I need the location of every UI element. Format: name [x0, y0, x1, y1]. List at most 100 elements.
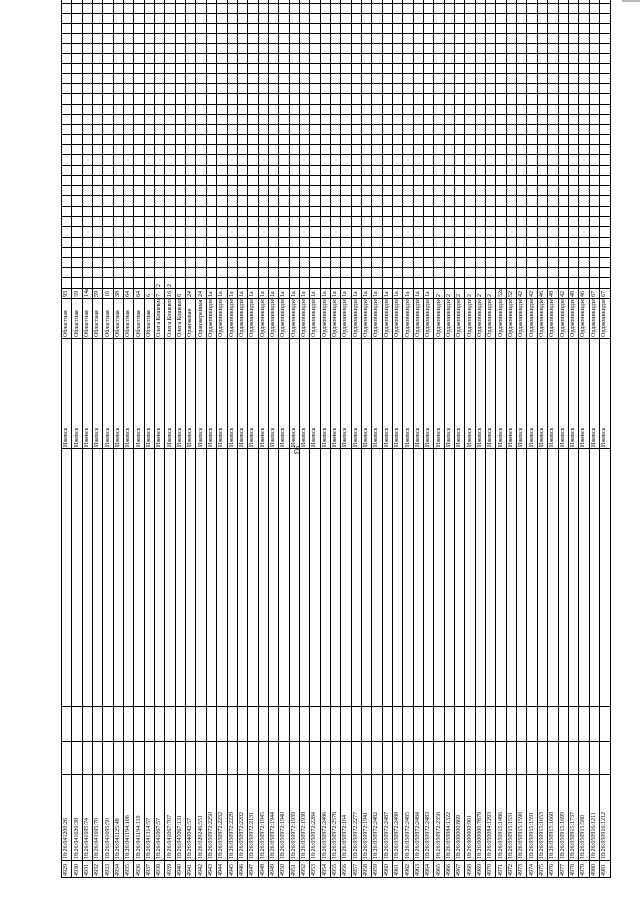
- cell-empty: [92, 93, 103, 105]
- cell-empty: [102, 134, 114, 145]
- cell-empty: [547, 257, 558, 268]
- cell-empty: [278, 237, 290, 248]
- cell-empty: [289, 216, 300, 227]
- cell-empty: [102, 247, 114, 258]
- cell-empty: [454, 43, 465, 54]
- cell-empty: [268, 53, 279, 64]
- cell-city: Ижевск: [216, 338, 227, 449]
- cell-empty: [216, 741, 227, 775]
- cell-empty: [371, 23, 383, 34]
- cell-ext: [289, 277, 300, 289]
- cell-empty: [247, 114, 259, 125]
- cell-empty: [351, 83, 362, 94]
- cell-city: Ижевск: [102, 338, 114, 449]
- cell-empty: [516, 247, 527, 258]
- cell-empty: [247, 0, 259, 4]
- cell-empty: [133, 237, 145, 248]
- cell-code: 18:26:050972:2487: [382, 774, 393, 861]
- cell-empty: [237, 13, 248, 24]
- cell-empty: [309, 134, 321, 145]
- cell-empty: [175, 237, 186, 248]
- cell-empty: [537, 93, 548, 105]
- cell-code: 18:26:050972:2277: [351, 774, 362, 861]
- cell-empty: [558, 93, 569, 105]
- cell-city: Ижевск: [82, 338, 93, 449]
- cell-empty: [599, 448, 611, 707]
- cell-empty: [268, 134, 279, 145]
- cell-empty: [547, 73, 558, 84]
- cell-street: Олега Кошевого: [154, 298, 165, 339]
- cell-empty: [299, 165, 310, 176]
- cell-empty: [516, 226, 527, 238]
- cell-empty: [568, 0, 579, 4]
- cell-empty: [309, 185, 321, 196]
- cell-empty: [537, 124, 548, 135]
- cell-empty: [371, 3, 383, 14]
- cell-empty: [599, 741, 611, 775]
- cell-empty: [547, 134, 558, 145]
- cell-empty: [164, 124, 176, 135]
- cell-house: 6: [144, 288, 155, 299]
- cell-empty: [392, 63, 403, 74]
- cell-empty: [299, 226, 310, 238]
- cell-empty: [154, 185, 165, 196]
- cell-street: Орджоникидзе: [237, 298, 248, 339]
- cell-empty: [92, 448, 103, 707]
- cell-empty: [413, 237, 424, 248]
- cell-empty: [464, 175, 476, 186]
- cell-empty: [371, 0, 383, 4]
- cell-empty: [392, 104, 403, 115]
- cell-house: 1а: [216, 288, 227, 299]
- cell-empty: [537, 195, 548, 207]
- cell-empty: [185, 154, 196, 166]
- cell-empty: [92, 144, 103, 155]
- cell-empty: [371, 43, 383, 54]
- cell-empty: [516, 13, 527, 24]
- cell-empty: [289, 93, 300, 105]
- cell-empty: [299, 104, 310, 115]
- cell-empty: [206, 3, 217, 14]
- cell-empty: [123, 706, 134, 742]
- cell-code: 18:26:050915:580: [578, 774, 590, 861]
- cell-empty: [164, 114, 176, 125]
- cell-house: 1а: [309, 288, 321, 299]
- cell-empty: [402, 165, 414, 176]
- cell-empty: [175, 154, 186, 166]
- cell-empty: [195, 237, 207, 248]
- cell-empty: [361, 216, 372, 227]
- cell-empty: [320, 206, 331, 217]
- cell-empty: [164, 3, 176, 14]
- cell-empty: [175, 13, 186, 24]
- cell-n: 4929: [61, 860, 72, 878]
- cell-street: Орджоникидзе: [351, 298, 362, 339]
- cell-empty: [599, 257, 611, 268]
- cell-empty: [351, 134, 362, 145]
- cell-empty: [402, 134, 414, 145]
- cell-empty: [278, 33, 290, 44]
- cell-empty: [382, 3, 393, 14]
- cell-empty: [185, 0, 196, 4]
- cell-empty: [144, 216, 155, 227]
- cell-empty: [382, 741, 393, 775]
- cell-empty: [164, 267, 176, 278]
- cell-empty: [599, 53, 611, 64]
- cell-empty: [195, 73, 207, 84]
- cell-empty: [289, 23, 300, 34]
- cell-ext: [309, 277, 321, 289]
- cell-n: 4973: [516, 860, 527, 878]
- cell-ext: [227, 277, 238, 289]
- cell-empty: [330, 195, 341, 207]
- cell-empty: [92, 741, 103, 775]
- cell-empty: [309, 247, 321, 258]
- cell-city: Ижевск: [71, 338, 83, 449]
- cell-empty: [371, 206, 383, 217]
- cell-empty: [547, 741, 558, 775]
- cell-empty: [495, 43, 507, 54]
- cell-empty: [61, 165, 72, 176]
- cell-empty: [444, 114, 455, 125]
- cell-empty: [392, 247, 403, 258]
- cell-city: Ижевск: [340, 338, 352, 449]
- cell-empty: [237, 247, 248, 258]
- cell-empty: [495, 165, 507, 176]
- cell-empty: [268, 185, 279, 196]
